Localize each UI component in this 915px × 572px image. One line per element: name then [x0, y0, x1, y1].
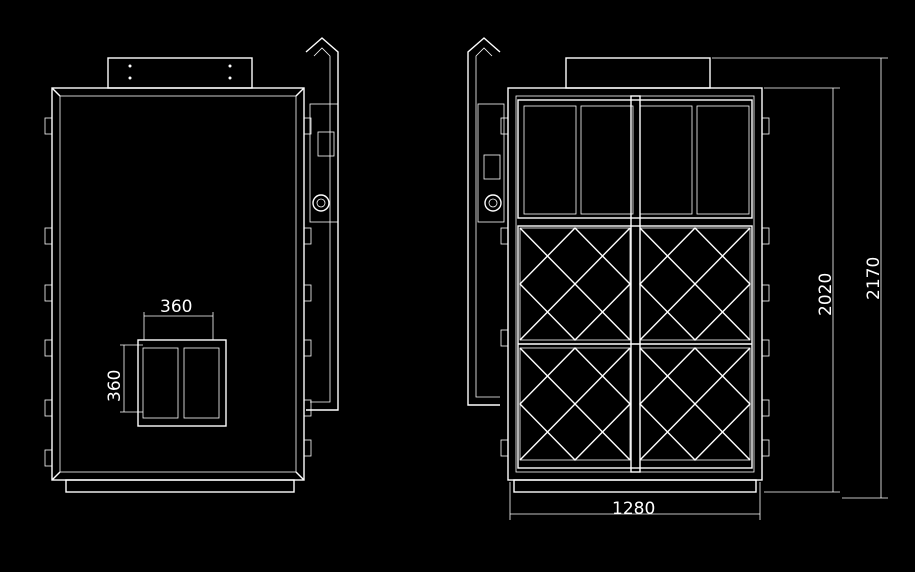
- dim-inner-height: 2020: [816, 273, 836, 316]
- side-hook-pipe: [305, 37, 339, 411]
- dim-overall-width: 1280: [612, 499, 655, 519]
- dim-inlet-height: 360: [105, 370, 125, 402]
- side-flange: [312, 194, 330, 212]
- front-lugs: [500, 117, 770, 457]
- front-base: [513, 479, 757, 493]
- front-top-box: [565, 57, 711, 89]
- side-view: 360 360: [44, 37, 339, 493]
- side-inlet-grille: [137, 339, 227, 427]
- side-body-inner: [59, 95, 297, 473]
- front-body-outer: [507, 87, 763, 481]
- front-view: 1280 2020 2170: [467, 37, 888, 520]
- side-right-lugs: [303, 117, 312, 457]
- front-flange: [484, 194, 502, 212]
- front-upper-filters: [517, 99, 753, 219]
- front-center-post: [630, 95, 641, 473]
- side-top-box: [107, 57, 253, 89]
- side-base: [65, 479, 295, 493]
- side-body-outer: [51, 87, 305, 481]
- dim-overall-height: 2170: [864, 257, 884, 300]
- front-lower-filters: [517, 225, 753, 469]
- front-hook-pipe: [467, 37, 501, 406]
- side-control-panel: [309, 103, 339, 223]
- side-left-lugs: [44, 117, 53, 467]
- dim-inlet-width: 360: [160, 297, 192, 317]
- front-control-panel: [477, 103, 505, 223]
